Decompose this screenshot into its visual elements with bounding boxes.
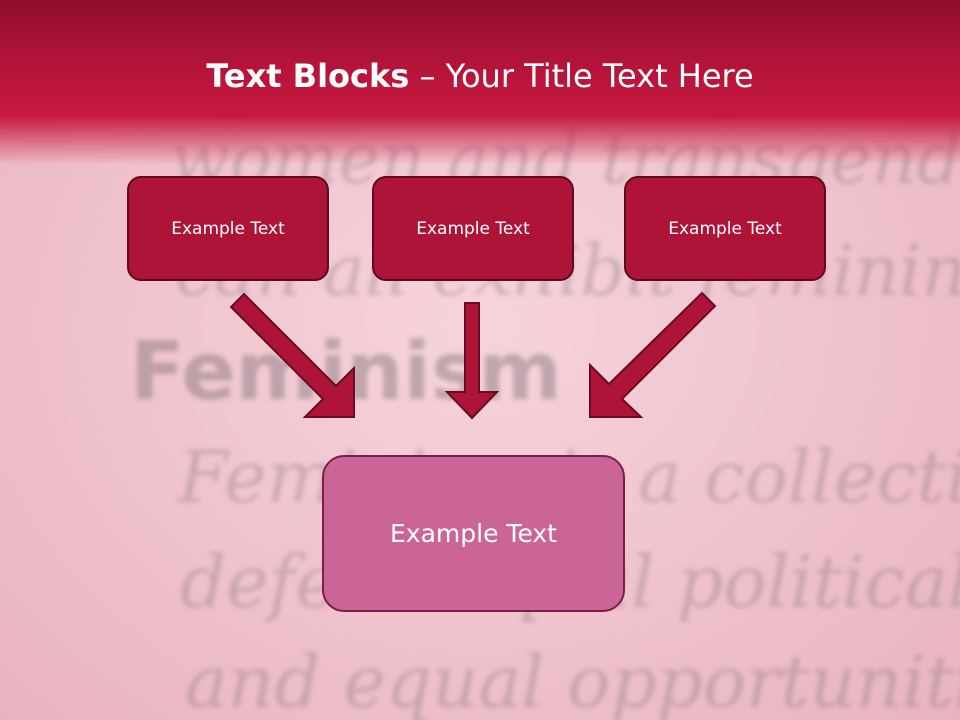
- title-bold-text: Text Blocks: [206, 57, 410, 95]
- arrow-right[interactable]: [589, 291, 717, 418]
- arrow-left-shape: [229, 292, 355, 418]
- text-block-1-label: Example Text: [171, 218, 285, 239]
- arrow-center-shape: [444, 302, 500, 420]
- title-bar: [0, 0, 960, 165]
- text-block-1[interactable]: Example Text: [127, 176, 329, 281]
- text-block-2-label: Example Text: [416, 218, 530, 239]
- target-text-block-label: Example Text: [390, 519, 557, 548]
- text-block-2[interactable]: Example Text: [372, 176, 574, 281]
- slide-title[interactable]: Text Blocks – Your Title Text Here: [0, 55, 960, 97]
- arrow-center[interactable]: [444, 302, 500, 420]
- arrow-right-shape: [589, 291, 717, 418]
- arrow-left[interactable]: [229, 292, 355, 418]
- target-text-block[interactable]: Example Text: [322, 455, 625, 612]
- text-block-3-label: Example Text: [668, 218, 782, 239]
- title-rest-text: – Your Title Text Here: [409, 57, 754, 95]
- text-block-3[interactable]: Example Text: [624, 176, 826, 281]
